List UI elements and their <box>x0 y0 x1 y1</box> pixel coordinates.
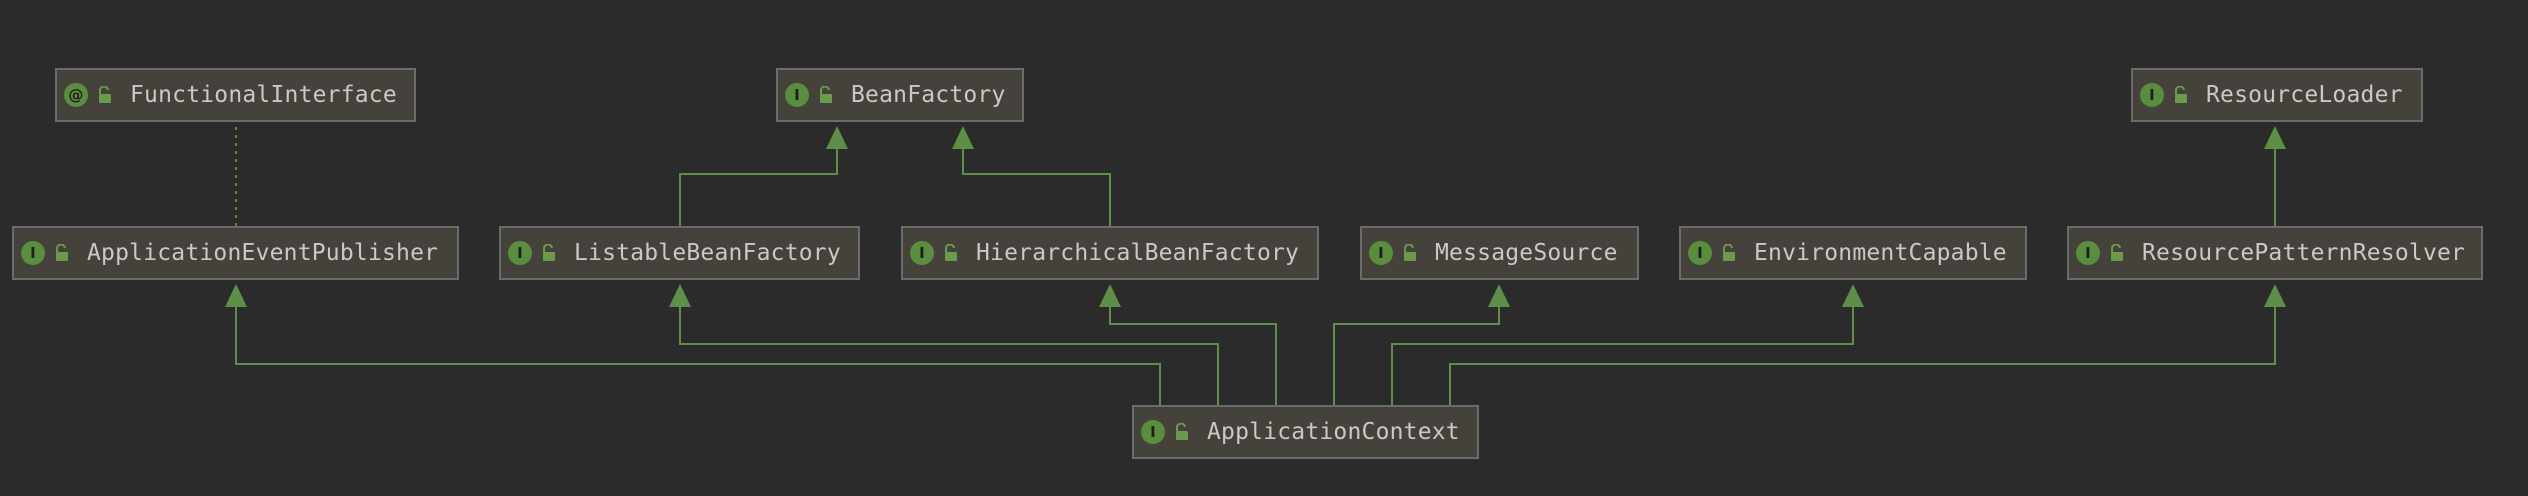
interface-badge-icon: I <box>508 241 532 265</box>
interface-badge-icon: I <box>21 241 45 265</box>
edge-context-to-event-publisher <box>235 306 1161 411</box>
interface-badge-icon: I <box>2140 83 2164 107</box>
node-label: ApplicationContext <box>1207 419 1460 445</box>
node-label: FunctionalInterface <box>130 82 397 108</box>
edge-listable-to-bean-factory <box>679 148 838 226</box>
unlocked-icon <box>1401 243 1419 263</box>
node-bean-factory[interactable]: I BeanFactory <box>776 68 1024 122</box>
arrowhead-resource-pattern-resolver <box>2264 284 2286 307</box>
node-application-event-publisher[interactable]: I ApplicationEventPublisher <box>12 226 459 280</box>
node-resource-loader[interactable]: I ResourceLoader <box>2131 68 2423 122</box>
arrowhead-hierarchical-bean-factory <box>1099 284 1121 307</box>
interface-badge-icon: I <box>1688 241 1712 265</box>
unlocked-icon <box>2172 85 2190 105</box>
node-listable-bean-factory[interactable]: I ListableBeanFactory <box>499 226 860 280</box>
node-label: BeanFactory <box>851 82 1006 108</box>
unlocked-icon <box>53 243 71 263</box>
unlocked-icon <box>540 243 558 263</box>
node-label: ResourcePatternResolver <box>2142 240 2466 266</box>
arrowhead-listable-bean-factory <box>669 284 691 307</box>
arrowhead-bean-factory-right <box>952 126 974 149</box>
annotation-badge-icon: @ <box>64 83 88 107</box>
edge-context-to-environment-capable <box>1391 306 1854 411</box>
arrowhead-message-source <box>1488 284 1510 307</box>
arrowhead-bean-factory-left <box>826 126 848 149</box>
unlocked-icon <box>817 85 835 105</box>
arrowhead-resource-loader <box>2264 126 2286 149</box>
node-message-source[interactable]: I MessageSource <box>1360 226 1639 280</box>
edge-context-to-listable-bean-factory <box>679 306 1219 411</box>
edge-hierarchical-to-bean-factory <box>962 148 1111 226</box>
interface-badge-icon: I <box>1369 241 1393 265</box>
node-label: ApplicationEventPublisher <box>87 240 439 266</box>
edge-context-to-hierarchical-bean-factory <box>1109 306 1277 411</box>
unlocked-icon <box>1720 243 1738 263</box>
unlocked-icon <box>942 243 960 263</box>
node-label: HierarchicalBeanFactory <box>976 240 1300 266</box>
node-resource-pattern-resolver[interactable]: I ResourcePatternResolver <box>2067 226 2483 280</box>
arrowhead-event-publisher <box>225 284 247 307</box>
node-functional-interface[interactable]: @ FunctionalInterface <box>55 68 416 122</box>
node-label: ResourceLoader <box>2206 82 2403 108</box>
unlocked-icon <box>96 85 114 105</box>
edge-context-to-message-source <box>1333 306 1500 411</box>
node-environment-capable[interactable]: I EnvironmentCapable <box>1679 226 2027 280</box>
interface-badge-icon: I <box>1141 420 1165 444</box>
interface-badge-icon: I <box>2076 241 2100 265</box>
interface-badge-icon: I <box>910 241 934 265</box>
edge-context-to-resource-pattern-resolver <box>1449 306 2276 411</box>
arrowhead-environment-capable <box>1842 284 1864 307</box>
interface-badge-icon: I <box>785 83 809 107</box>
node-label: EnvironmentCapable <box>1754 240 2007 266</box>
node-label: MessageSource <box>1435 240 1618 266</box>
node-hierarchical-bean-factory[interactable]: I HierarchicalBeanFactory <box>901 226 1319 280</box>
unlocked-icon <box>1173 422 1191 442</box>
node-label: ListableBeanFactory <box>574 240 841 266</box>
unlocked-icon <box>2108 243 2126 263</box>
node-application-context[interactable]: I ApplicationContext <box>1132 405 1479 459</box>
